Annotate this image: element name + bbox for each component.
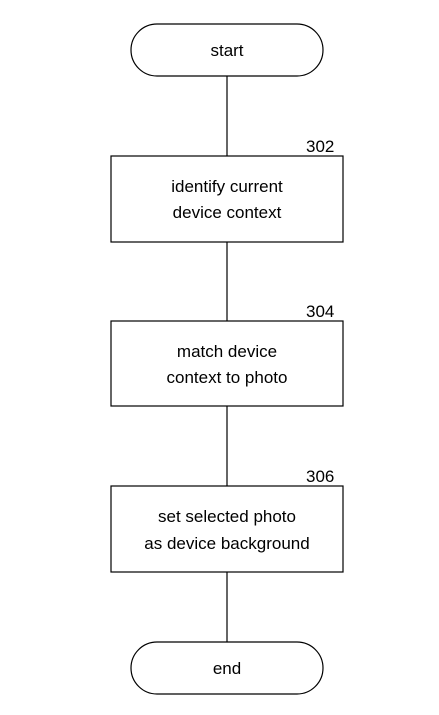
step-306-label-line-2: as device background <box>144 534 309 553</box>
end-terminator-shape <box>130 641 324 695</box>
step-306-box <box>110 485 344 573</box>
step-306-label-line-1: set selected photo <box>158 507 296 526</box>
step-304-reference-number: 304 <box>306 302 334 321</box>
start-terminator: start <box>130 23 324 77</box>
step-302-label-line-2: device context <box>173 203 282 222</box>
start-label: start <box>210 41 243 60</box>
process-step-306: 306 set selected photo as device backgro… <box>110 467 344 573</box>
end-label: end <box>213 659 241 678</box>
end-terminator: end <box>130 641 324 695</box>
start-terminator-shape <box>130 23 324 77</box>
step-304-label-line-1: match device <box>177 342 277 361</box>
step-306-reference-number: 306 <box>306 467 334 486</box>
step-302-label-line-1: identify current <box>171 177 283 196</box>
process-step-302: 302 identify current device context <box>110 137 344 243</box>
step-304-box <box>110 320 344 407</box>
step-302-reference-number: 302 <box>306 137 334 156</box>
process-step-304: 304 match device context to photo <box>110 302 344 407</box>
step-304-label-line-2: context to photo <box>167 368 288 387</box>
step-302-box <box>110 155 344 243</box>
